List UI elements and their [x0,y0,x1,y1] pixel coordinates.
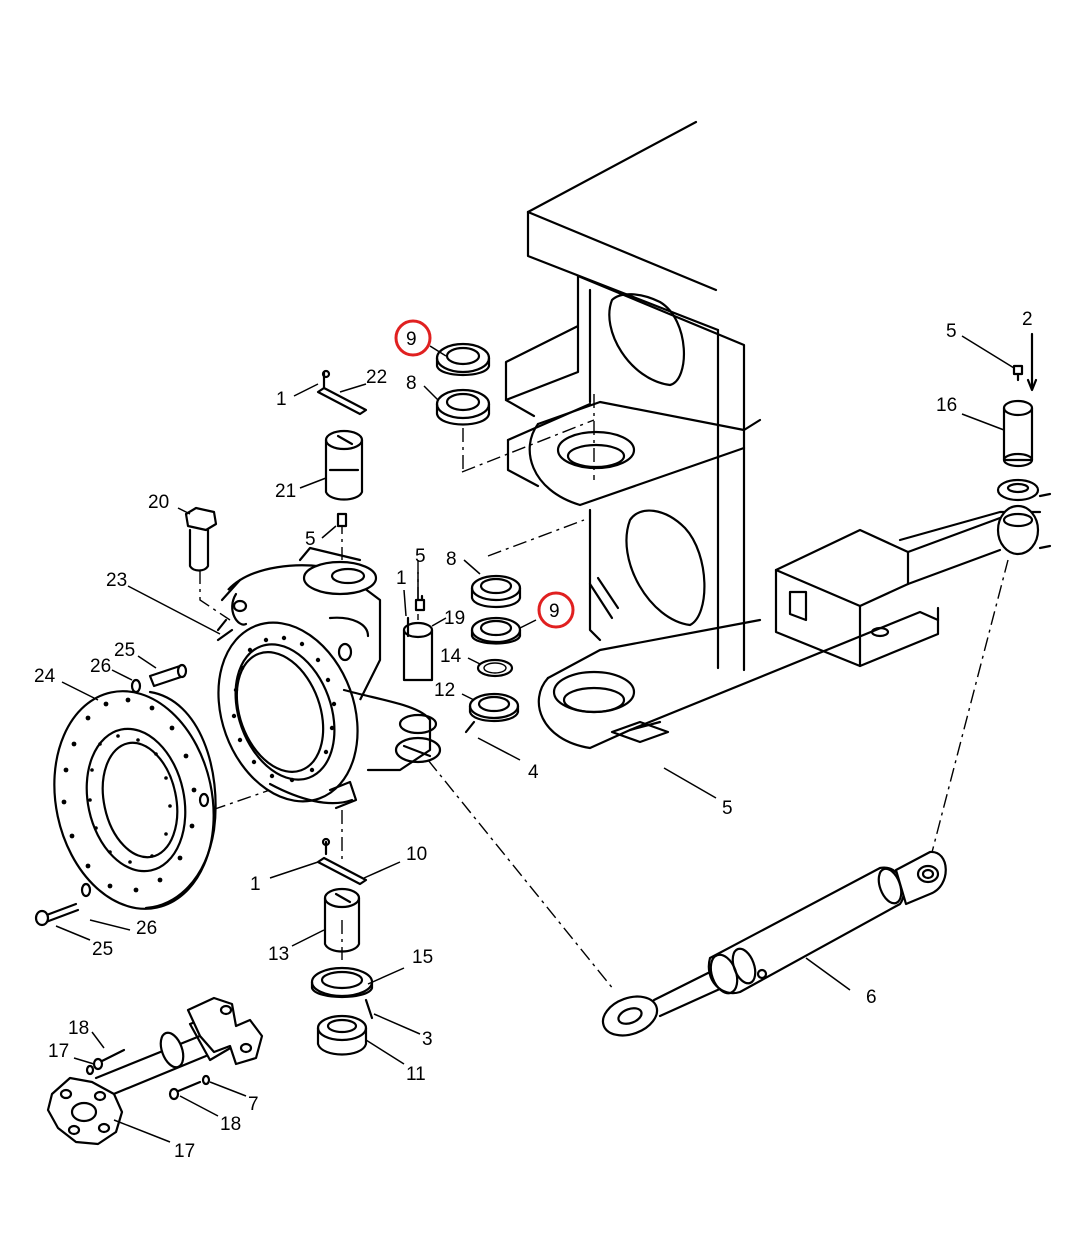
callout-5-d[interactable]: 5 [946,321,957,342]
callout-5-b[interactable]: 5 [415,546,426,567]
callout-17-lower[interactable]: 17 [174,1141,195,1162]
callout-8-lower[interactable]: 8 [446,549,457,570]
callout-4[interactable]: 4 [528,762,539,783]
callout-12[interactable]: 12 [434,680,455,701]
callout-18-lower[interactable]: 18 [220,1114,241,1135]
callout-labels: 9 9 8 8 1 1 1 22 21 20 5 5 5 5 19 14 12 … [34,309,1033,1162]
callout-7[interactable]: 7 [248,1094,259,1115]
right-pin-group [996,332,1052,556]
slewing-ring [53,690,217,910]
highlight-circle-9-lower [537,591,575,629]
callout-22[interactable]: 22 [366,367,387,388]
callout-18-upper[interactable]: 18 [68,1018,89,1039]
callout-1-middle[interactable]: 1 [396,568,407,589]
callout-16[interactable]: 16 [936,395,957,416]
hydraulic-cylinder [601,850,947,1037]
callout-8-upper[interactable]: 8 [406,373,417,394]
callout-5-c[interactable]: 5 [722,798,733,819]
steering-knuckle [216,546,442,810]
callout-2[interactable]: 2 [1022,309,1033,330]
callout-13[interactable]: 13 [268,944,289,965]
callout-20[interactable]: 20 [148,492,169,513]
drive-shaft [46,996,264,1146]
callout-1-upper[interactable]: 1 [276,389,287,410]
callout-3[interactable]: 3 [422,1029,433,1050]
upper-pin-group [184,369,434,682]
callout-21[interactable]: 21 [275,481,296,502]
callout-24[interactable]: 24 [34,666,56,687]
upper-bearing-stack [435,342,491,426]
callout-26-lower[interactable]: 26 [136,918,157,939]
callout-10[interactable]: 10 [406,844,427,865]
callout-19[interactable]: 19 [444,608,465,629]
callout-9-lower[interactable]: 9 [549,601,560,622]
callout-23[interactable]: 23 [106,570,127,591]
callout-25-lower[interactable]: 25 [92,939,113,960]
ring-bolts [34,663,188,927]
callout-6[interactable]: 6 [866,987,877,1008]
callout-5-a[interactable]: 5 [305,529,316,550]
callout-26-upper[interactable]: 26 [90,656,111,677]
callout-17-upper[interactable]: 17 [48,1041,69,1062]
lower-bearing-stack [464,574,522,734]
callout-15[interactable]: 15 [412,947,433,968]
callout-1-lower[interactable]: 1 [250,874,261,895]
callout-9-upper[interactable]: 9 [406,329,417,350]
callout-14[interactable]: 14 [440,646,462,667]
chassis-frame [504,120,1042,750]
knuckle-bolt-holes [231,635,337,783]
lower-pin-group [310,837,374,1056]
highlight-circle-9-upper [394,319,432,357]
leader-lines [55,335,1015,1143]
callout-11[interactable]: 11 [406,1064,426,1085]
callout-25-upper[interactable]: 25 [114,640,135,661]
